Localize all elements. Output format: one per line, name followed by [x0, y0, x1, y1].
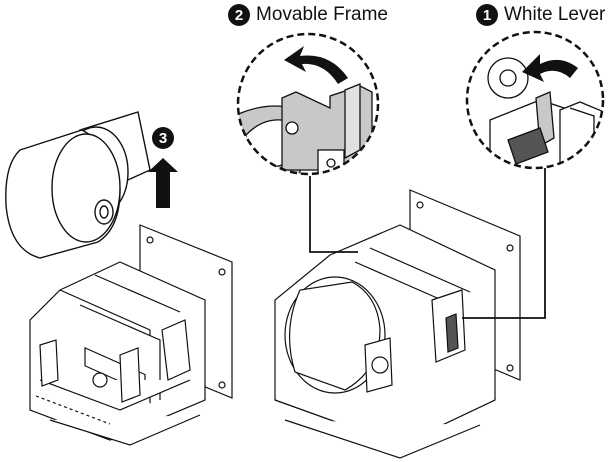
curved-arrow-icon — [522, 54, 578, 82]
callout-number-badge: 2 — [228, 4, 250, 26]
leader-line-movable-frame — [309, 176, 358, 253]
callout-white-lever: 1 White Lever — [476, 4, 605, 26]
printer-right — [274, 189, 521, 459]
callout-number-badge: 1 — [476, 4, 498, 26]
curved-arrow-icon — [284, 46, 348, 84]
step-three-group — [148, 158, 178, 208]
callout-number-badge: 3 — [152, 127, 174, 149]
callout-label: Movable Frame — [256, 4, 388, 25]
leader-line-white-lever — [462, 168, 546, 319]
leader-lines — [309, 168, 546, 319]
printer-left — [29, 224, 233, 446]
detail-movable-frame — [236, 32, 380, 176]
paper-roll — [5, 111, 151, 259]
callout-label: White Lever — [504, 4, 606, 25]
callout-movable-frame: 2 Movable Frame — [228, 4, 388, 26]
arrow-up-icon — [148, 158, 178, 208]
callout-step-three: 3 — [152, 127, 174, 149]
detail-white-lever — [465, 30, 605, 170]
